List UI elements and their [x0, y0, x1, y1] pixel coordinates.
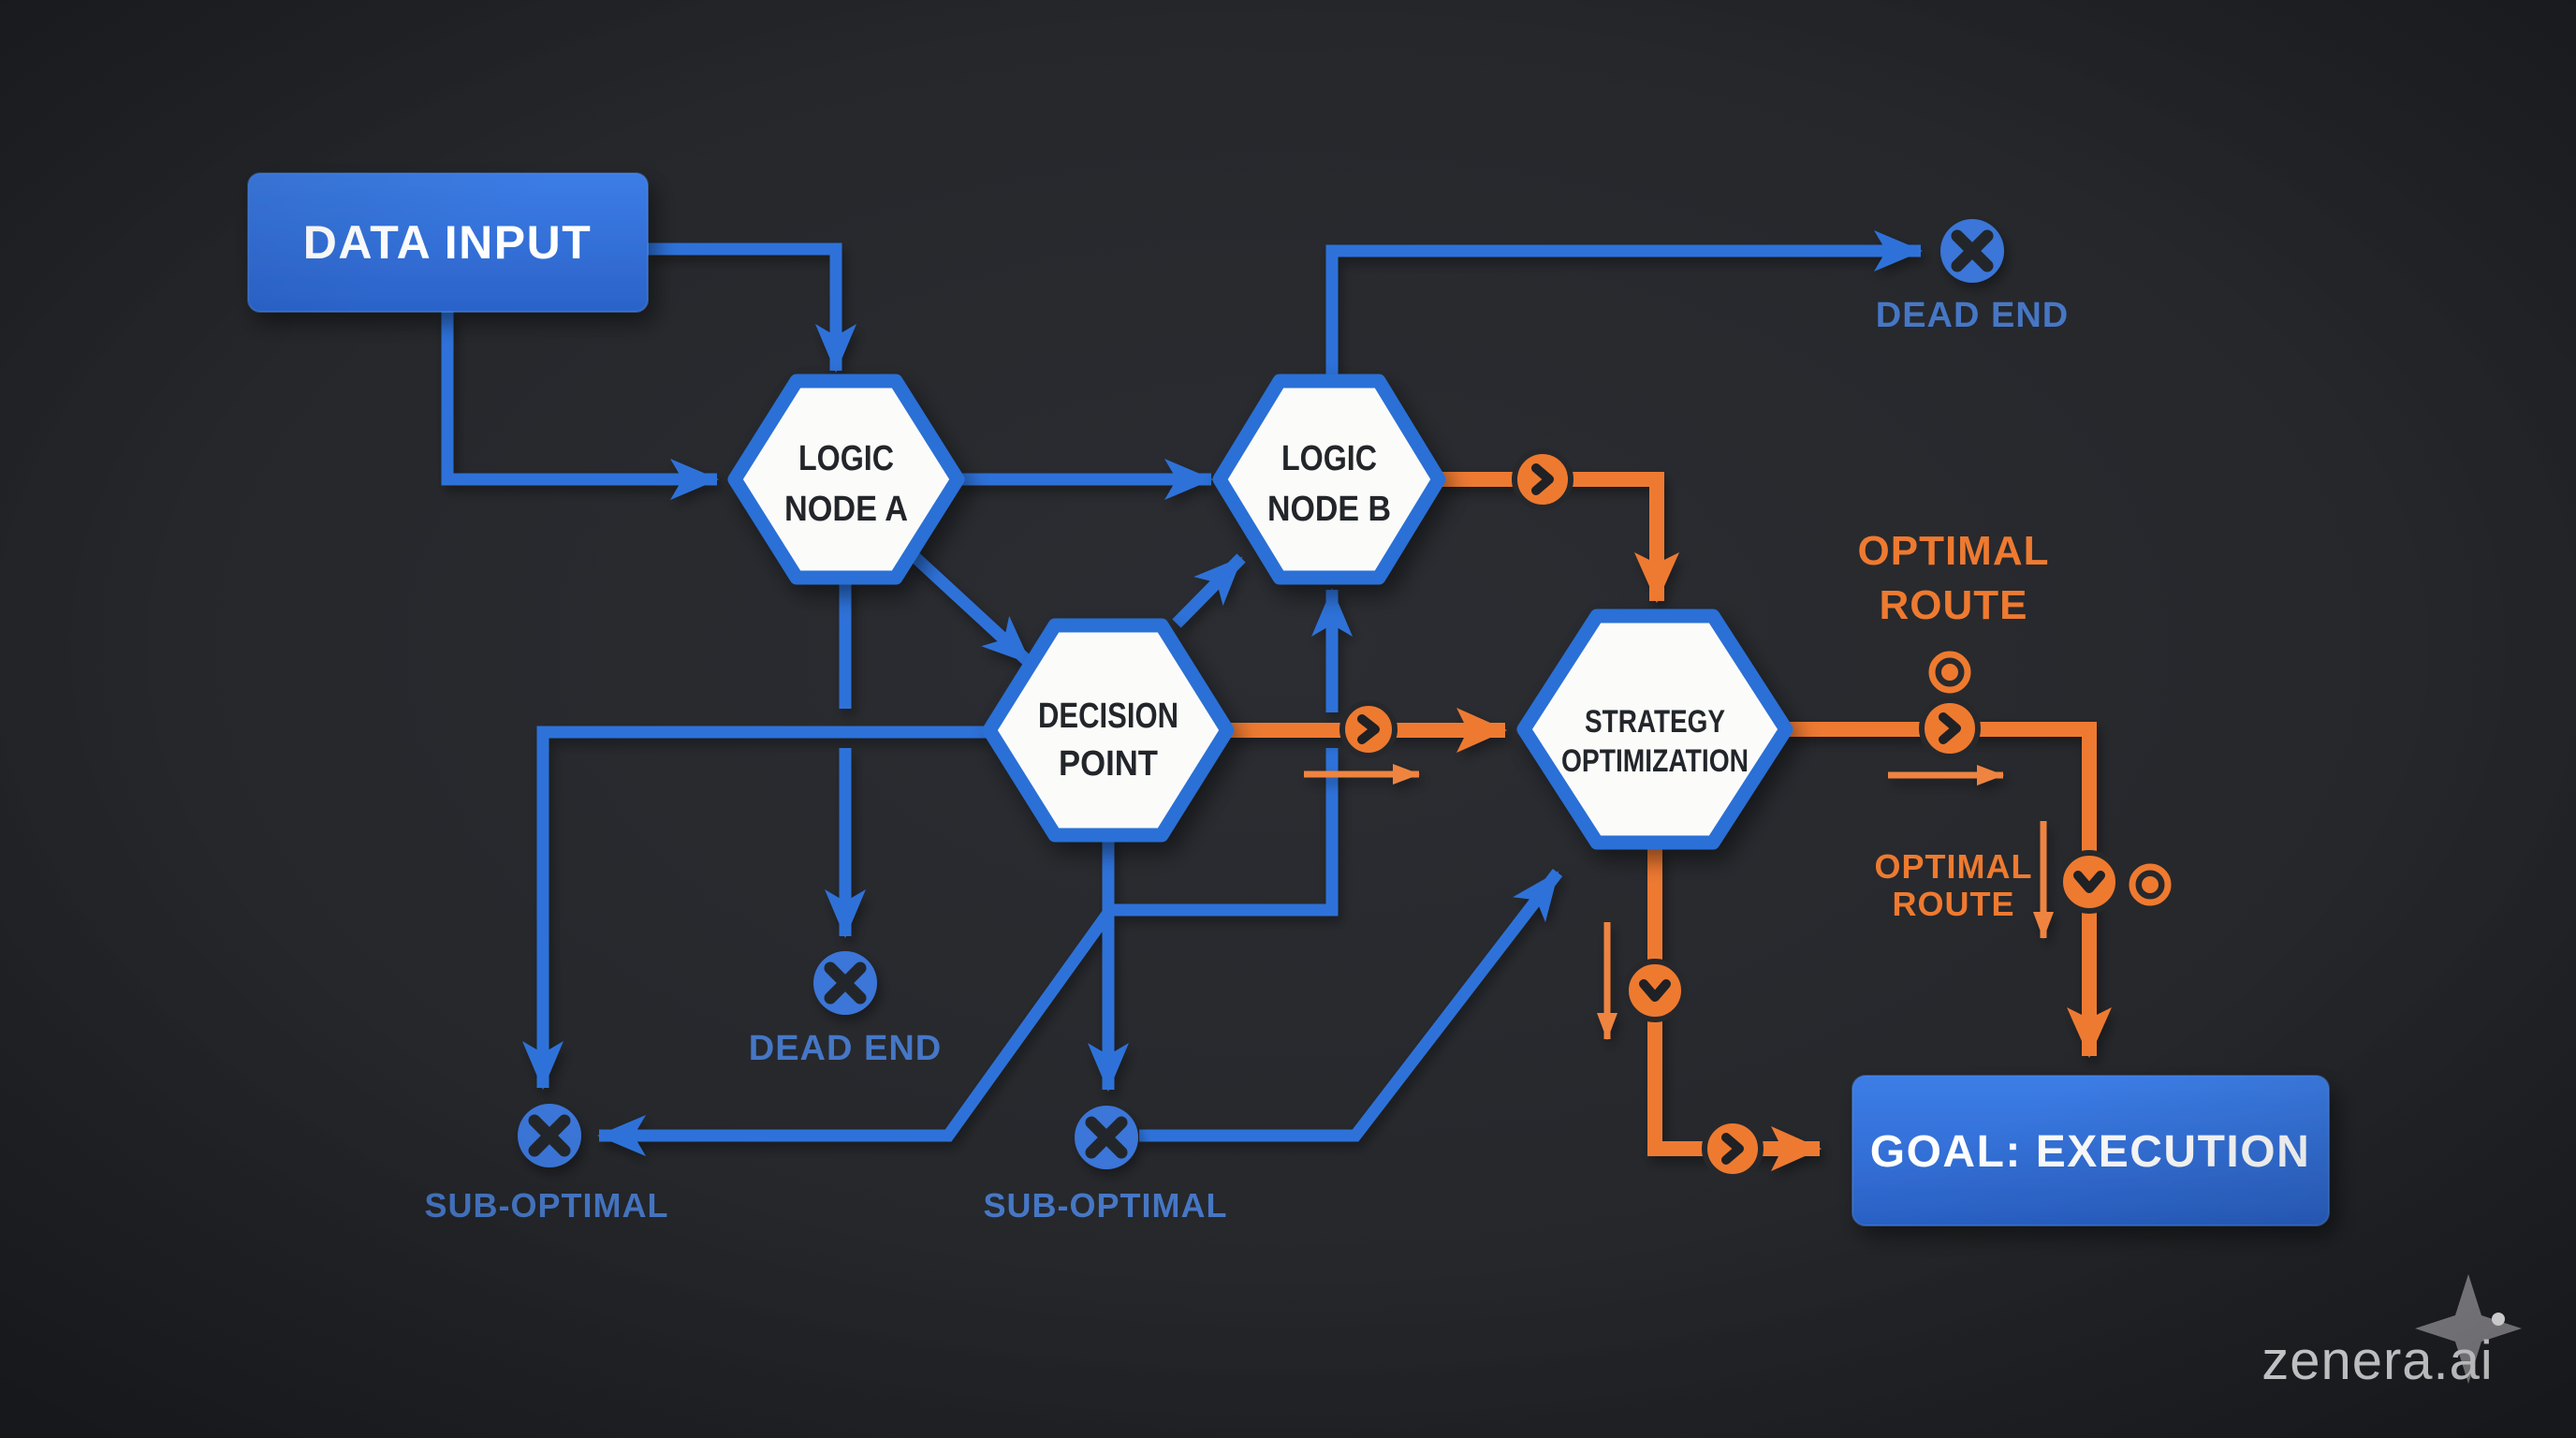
terminators	[518, 219, 2004, 1169]
chevron-circle-icon	[1339, 700, 1398, 758]
optimal-route-bottom-line2: ROUTE	[1893, 885, 2015, 923]
dead-end-mid-label: DEAD END	[749, 1029, 942, 1068]
strategy-line2: OPTIMIZATION	[1561, 743, 1749, 779]
ring-icon	[2129, 863, 2172, 906]
x-circle-icon	[1940, 219, 2004, 283]
x-circle-icon	[1075, 1106, 1138, 1169]
logic-b-line1: LOGIC	[1281, 439, 1377, 478]
node-data-input: DATA INPUT	[247, 172, 649, 313]
brand-watermark: zenera.ai	[2261, 1274, 2522, 1391]
brand-name: zenera.ai	[2261, 1330, 2494, 1391]
chevron-down-circle-icon	[1623, 959, 1687, 1022]
data-input-label: DATA INPUT	[303, 216, 592, 269]
optimal-route-bottom-line1: OPTIMAL	[1875, 847, 2033, 886]
edge-logicB-to-deadend-top	[1325, 230, 1923, 379]
decision-line2: POINT	[1059, 744, 1158, 784]
chevron-circle-icon	[1702, 1118, 1764, 1180]
logic-a-line1: LOGIC	[798, 439, 894, 478]
node-logic-a: LOGIC NODE A	[727, 374, 965, 585]
sub-optimal-left-label: SUB-OPTIMAL	[425, 1186, 669, 1225]
chevron-circle-icon	[1919, 697, 1981, 759]
optimal-route-top-line2: ROUTE	[1880, 582, 2028, 628]
strategy-line1: STRATEGY	[1585, 704, 1725, 740]
edge-datainput-to-logicA-top	[648, 242, 856, 373]
node-logic-b: LOGIC NODE B	[1212, 374, 1446, 585]
ring-icon	[1928, 651, 1971, 694]
node-strategy-optimization: STRATEGY OPTIMIZATION	[1516, 609, 1793, 850]
node-goal-execution: GOAL: EXECUTION	[1852, 1075, 2330, 1226]
edge-junction-to-suboptimal-left	[597, 909, 1114, 1156]
edge-decision-to-logicB-diagonal	[1172, 553, 1246, 628]
dead-end-top-label: DEAD END	[1876, 296, 2069, 335]
x-circle-icon	[813, 951, 877, 1015]
chevron-down-circle-icon	[2057, 850, 2121, 914]
sparkle-dot	[2492, 1313, 2505, 1326]
sub-optimal-mid-label: SUB-OPTIMAL	[984, 1186, 1228, 1225]
logic-a-line2: NODE A	[784, 490, 908, 529]
logic-b-line2: NODE B	[1267, 490, 1391, 529]
optimal-route-top-line1: OPTIMAL	[1858, 528, 2050, 574]
decision-line1: DECISION	[1038, 697, 1178, 736]
edge-logicA-to-decision	[905, 548, 1034, 668]
goal-label: GOAL: EXECUTION	[1870, 1127, 2311, 1177]
x-circle-icon	[518, 1104, 581, 1167]
chevron-circle-icon	[1512, 448, 1573, 510]
edge-datainput-to-logicA-left	[441, 312, 719, 500]
